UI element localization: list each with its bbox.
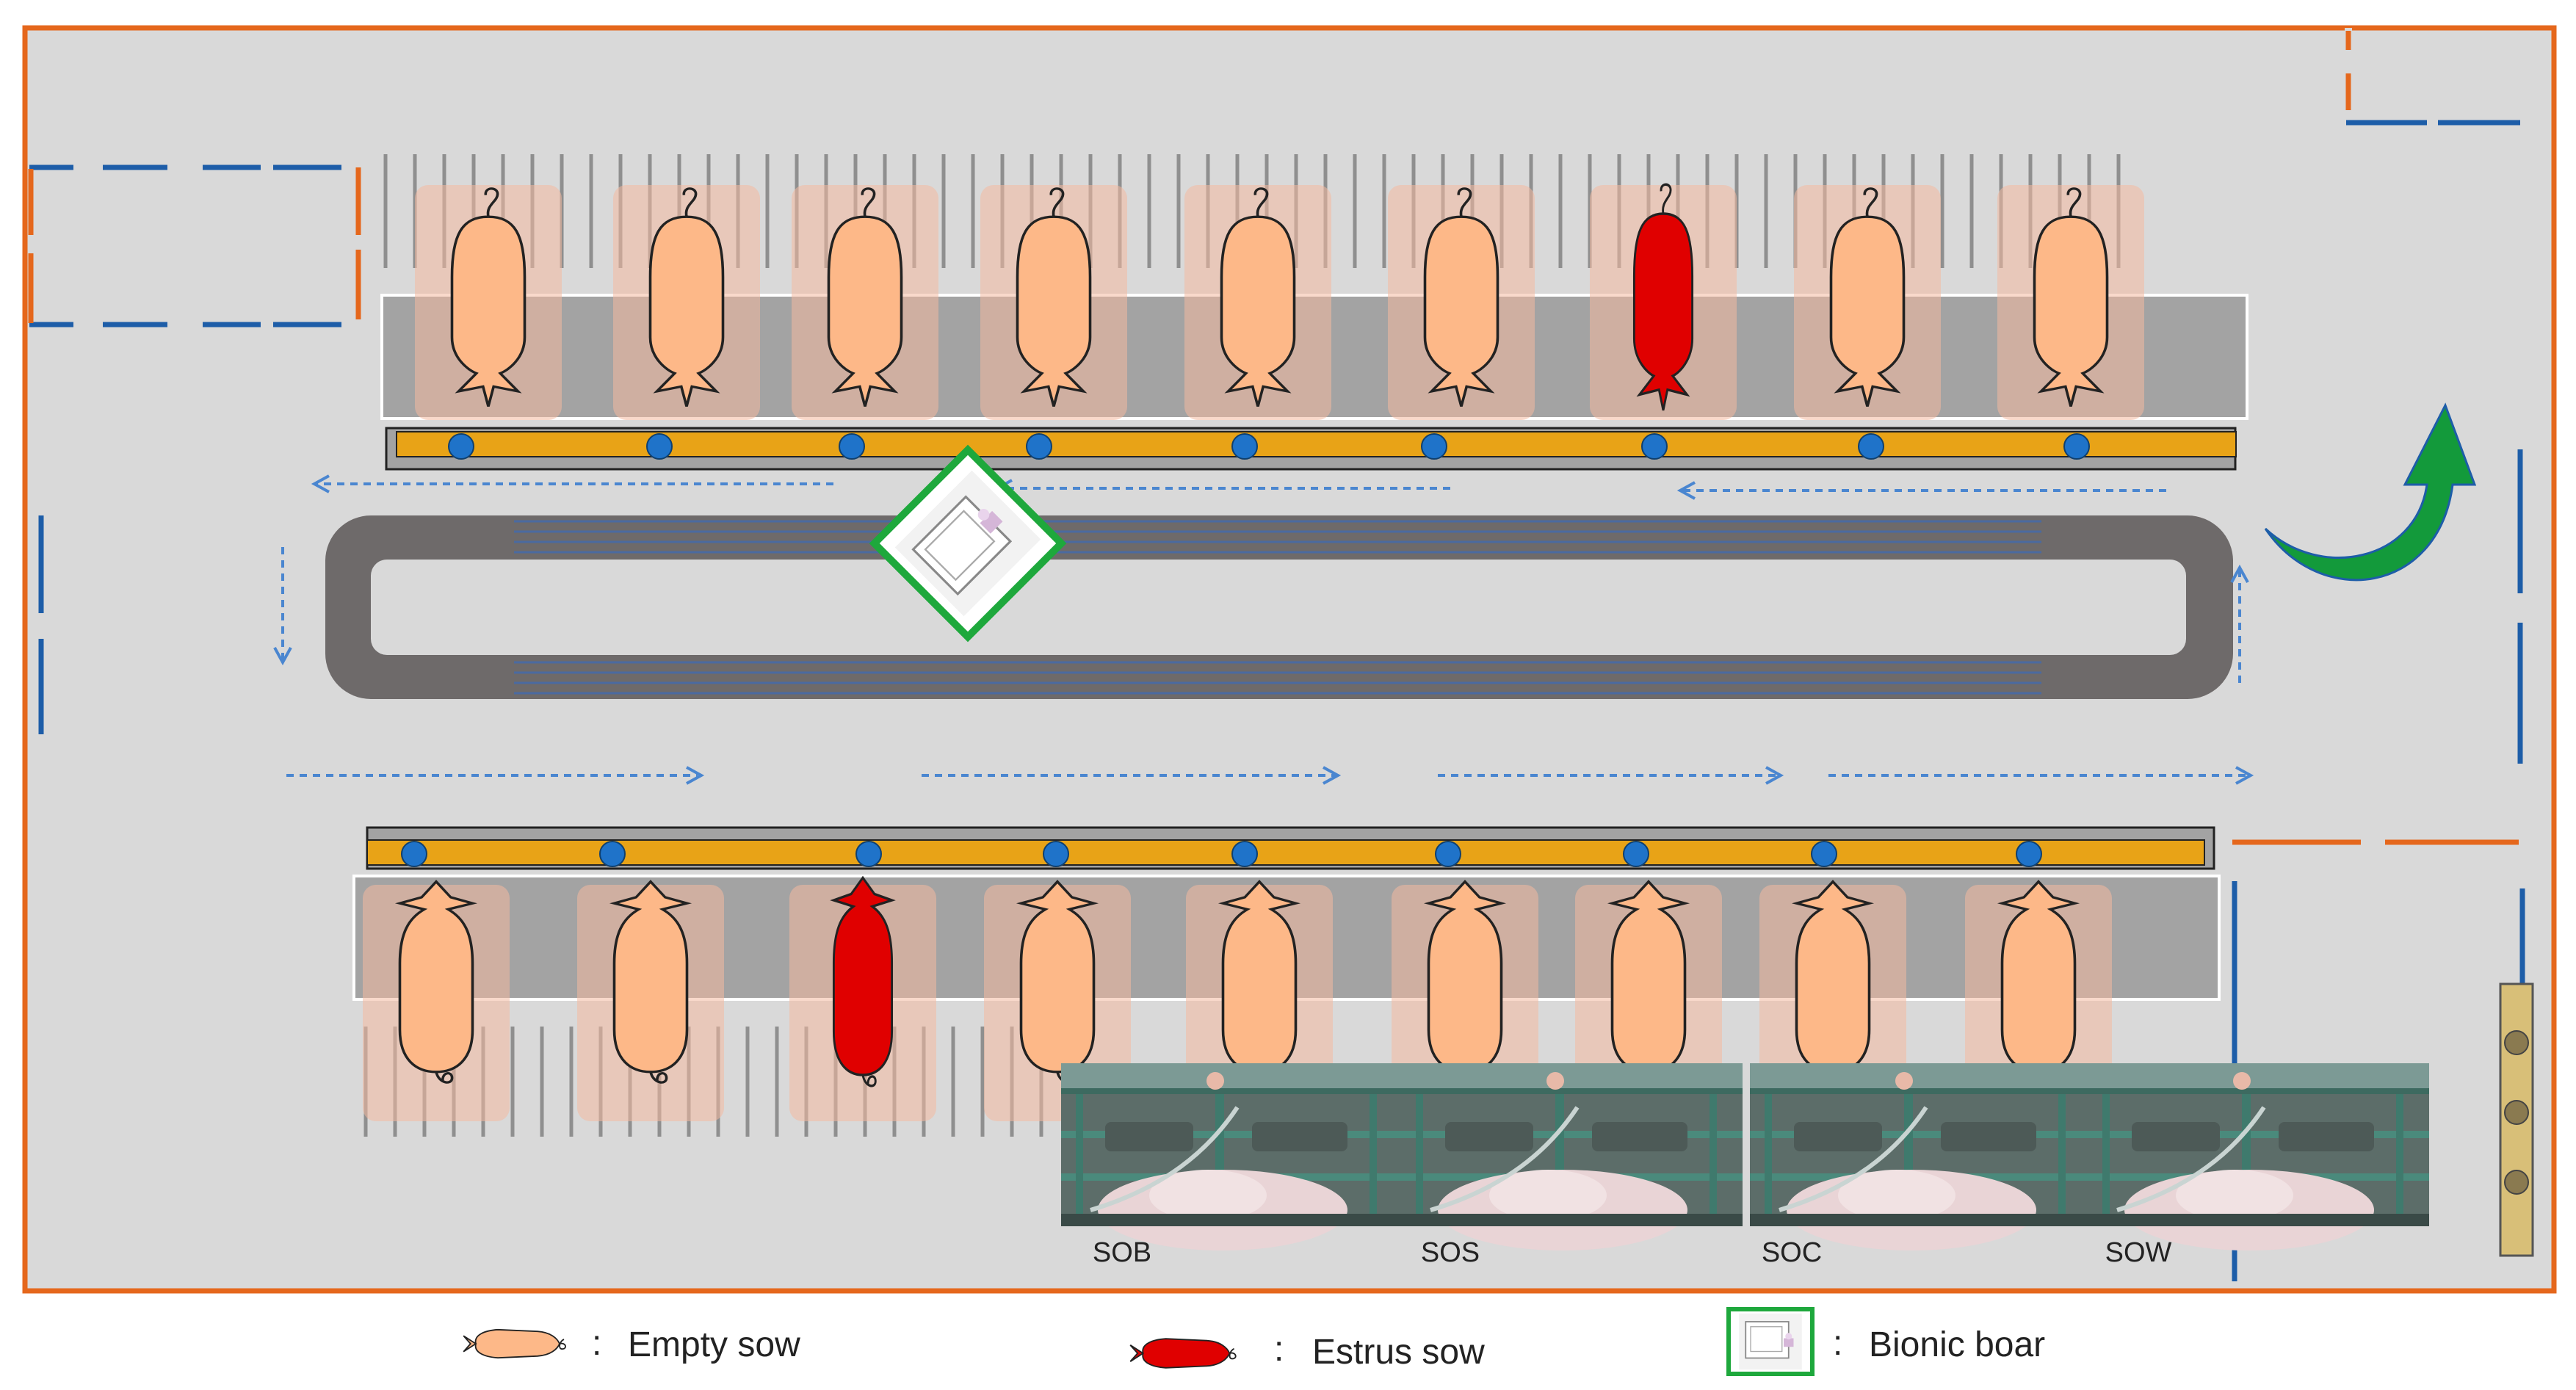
top-left-room <box>28 164 361 327</box>
legend-bionic-boar-label: Bionic boar <box>1869 1325 2045 1364</box>
rail-top <box>396 431 2237 457</box>
wall-panel-knob <box>2504 1100 2529 1125</box>
camera-label-sow: SOW <box>2105 1237 2172 1268</box>
sensor-row-top <box>448 433 2090 460</box>
sensor-dot <box>839 433 865 460</box>
sensor-dot <box>448 433 474 460</box>
sensor-dot <box>646 433 673 460</box>
legend-estrus-sow-label: Estrus sow <box>1312 1333 1485 1372</box>
rail-bottom <box>366 839 2205 866</box>
sensor-dot <box>1231 841 1258 867</box>
bionic-boar <box>869 444 1067 642</box>
sensor-dot <box>1623 841 1649 867</box>
legend-empty-sow-icon <box>463 1328 566 1359</box>
stall-row-bottom <box>363 876 2112 1121</box>
boar-track <box>325 515 2233 699</box>
camera-view <box>1750 1063 2091 1250</box>
legend-separator: : <box>592 1324 601 1363</box>
camera-label-soc: SOC <box>1762 1237 1822 1268</box>
sensor-dot <box>1435 841 1461 867</box>
stall-row-top <box>415 183 2144 420</box>
legend-estrus-sow-icon <box>1129 1338 1237 1369</box>
turn-arrow <box>2264 402 2477 582</box>
camera-label-sob: SOB <box>1093 1237 1151 1268</box>
wall-panel-knob <box>2504 1030 2529 1055</box>
sensor-dot <box>855 841 882 867</box>
sensor-dot <box>2016 841 2042 867</box>
legend: : Empty sow : Estrus sow : Bionic boar <box>463 1307 2045 1376</box>
legend-separator: : <box>1833 1324 1842 1363</box>
sensor-dot <box>599 841 626 867</box>
legend-empty-sow-label: Empty sow <box>628 1325 800 1364</box>
wall-panel-knob <box>2504 1170 2529 1195</box>
camera-labels: SOB SOS SOC SOW <box>1093 1237 2172 1268</box>
legend-bionic-boar-icon <box>1726 1307 1815 1376</box>
sensor-row-bottom <box>401 841 2042 867</box>
sensor-dot <box>1858 433 1884 460</box>
sensor-dot <box>1421 433 1447 460</box>
sensor-dot <box>2063 433 2090 460</box>
sensor-dot <box>1641 433 1668 460</box>
camera-view <box>1401 1063 1743 1250</box>
sensor-dot <box>401 841 427 867</box>
flow-arrow-heads <box>273 474 2254 785</box>
camera-label-sos: SOS <box>1421 1237 1480 1268</box>
sensor-dot <box>1811 841 1837 867</box>
flow-arrows <box>281 482 2247 777</box>
sensor-dot <box>1231 433 1258 460</box>
legend-separator: : <box>1274 1330 1284 1369</box>
sensor-dot <box>1026 433 1052 460</box>
camera-view <box>2088 1063 2429 1250</box>
camera-view <box>1061 1063 1403 1250</box>
sensor-dot <box>1043 841 1069 867</box>
